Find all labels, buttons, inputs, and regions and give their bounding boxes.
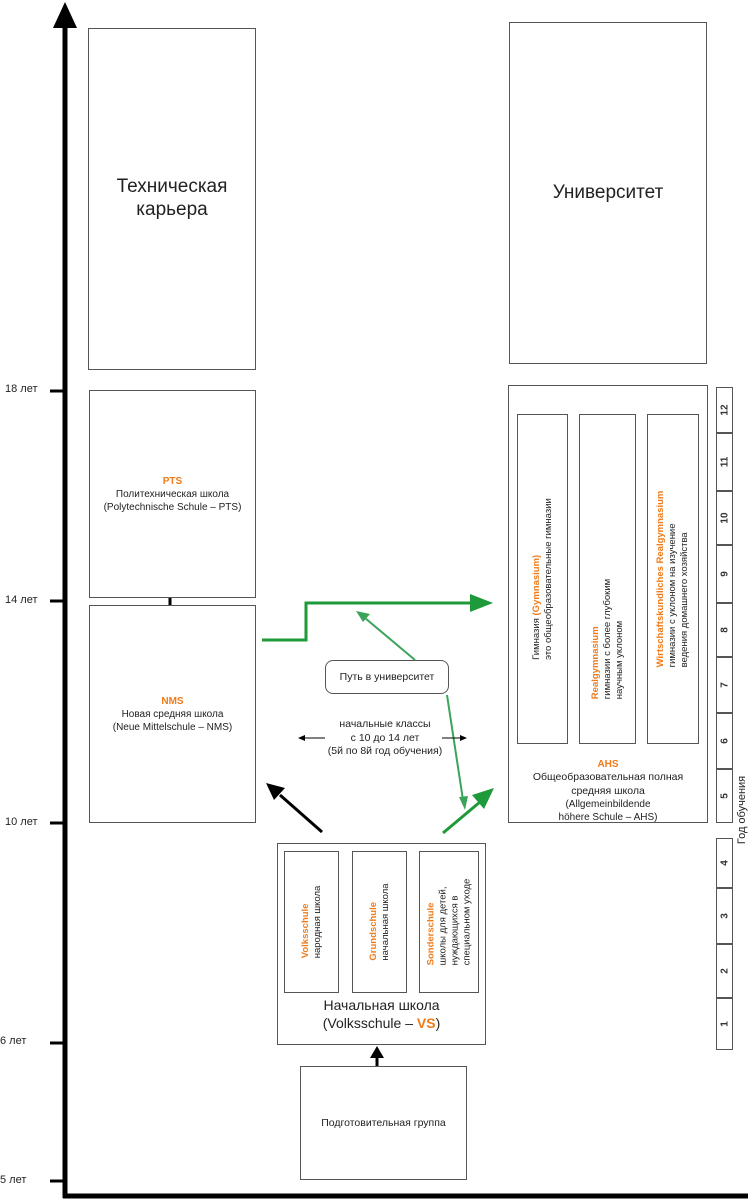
wrg-desc1: гимназии с уклоном на изучение [667, 523, 679, 668]
sonderschule-box: Sonderschule школы для детей, нуждающихс… [419, 851, 479, 993]
technical-career-box: Техническая карьера [88, 28, 256, 370]
gymnasium-box: Гимназия (Gymnasium) это общеобразовател… [517, 414, 568, 744]
grades-note-line2: с 10 до 14 лет [350, 731, 420, 744]
year-cell-9: 9 [716, 545, 733, 603]
age-label-18: 18 лет [5, 383, 38, 395]
pts-box: PTS Политехническая школа (Polytechnisch… [89, 390, 256, 598]
nms-box: NMS Новая средняя школа (Neue Mittelschu… [89, 605, 256, 823]
career-line2: карьера [136, 199, 208, 220]
sonderschule-text: Sonderschule школы для детей, нуждающихс… [425, 879, 473, 966]
ahs-abbr: AHS [597, 759, 619, 770]
grades-note-line1: начальные классы [339, 718, 431, 730]
realgymnasium-name: Realgymnasium [589, 626, 601, 700]
nms-full: (Neue Mittelschule – NMS) [112, 721, 233, 733]
volksschule-name: Volksschule [299, 903, 311, 959]
realgymnasium-text: Realgymnasium гимназии с более глубоким … [590, 579, 626, 699]
gymnasium-prefix: Гимназия [530, 615, 542, 660]
volksschule-desc: народная школа [311, 885, 323, 959]
year-cell-11: 11 [716, 433, 733, 491]
preschool-box: Подготовительная группа [300, 1066, 467, 1180]
grundschule-name: Grundschule [367, 901, 379, 961]
vs-to-nms-arrow [279, 793, 323, 834]
gymnasium-desc: это общеобразовательные гимназии [542, 498, 554, 660]
university-label: Университет [552, 182, 664, 203]
grades-note-line3: (5й по 8й год обучения) [327, 745, 443, 758]
wrg-text: Wirtschaftskundliches Realgymnasium гимн… [655, 491, 691, 668]
path-label: Путь в университет [339, 671, 435, 683]
vs-to-ahs-arrow [442, 800, 481, 835]
ahs-full2: höhere Schule – AHS) [558, 812, 658, 824]
preschool-label: Подготовительная группа [321, 1117, 446, 1129]
year-cell-12: 12 [716, 387, 733, 433]
realgymnasium-desc2: научным уклоном [613, 620, 625, 700]
sonderschule-desc1: школы для детей, [437, 886, 449, 966]
volksschule-box: Volksschule народная школа [284, 851, 339, 993]
path-arrow-down [446, 694, 464, 801]
sonderschule-desc3: специальном уходе [460, 878, 472, 966]
career-line1: Техническая [116, 176, 228, 198]
nms-desc: Новая средняя школа [121, 708, 224, 720]
path-to-university-box: Путь в университет [325, 660, 449, 694]
primary-title2-prefix: (Volksschule – [322, 1015, 417, 1032]
pts-full: (Polytechnische Schule – PTS) [103, 501, 242, 513]
year-cell-5: 5 [716, 769, 733, 823]
realgymnasium-box: Realgymnasium гимназии с более глубоким … [579, 414, 636, 744]
nms-abbr: NMS [161, 695, 184, 707]
grundschule-desc: начальная школа [379, 883, 391, 961]
nms-to-ahs-arrow [262, 601, 470, 642]
pts-desc: Политехническая школа [115, 488, 230, 500]
age-label-14: 14 лет [5, 594, 38, 606]
age-axis-arrowhead [53, 2, 77, 28]
wrg-box: Wirtschaftskundliches Realgymnasium гимн… [647, 414, 699, 744]
gymnasium-close: ) [530, 554, 542, 558]
wrg-name: Wirtschaftskundliches Realgymnasium [655, 490, 667, 668]
grades-note: начальные классы с 10 до 14 лет (5й по 8… [300, 718, 470, 759]
wrg-desc2: ведения домашнего хозяйства [678, 532, 690, 668]
path-arrow-up [364, 617, 416, 661]
volksschule-text: Volksschule народная школа [300, 886, 324, 959]
year-cell-4: 4 [716, 838, 733, 888]
age-label-5: 5 лет [0, 1174, 27, 1186]
ahs-desc1: Общеобразовательная полная [532, 771, 684, 783]
age-label-10: 10 лет [5, 816, 38, 828]
primary-caption: Начальная школа (Volksschule – VS) [278, 996, 485, 1032]
year-cell-10: 10 [716, 491, 733, 545]
gymnasium-open: ( [530, 612, 542, 616]
primary-title2-suffix: ) [435, 1015, 441, 1032]
ahs-desc2: средняя школа [571, 784, 645, 797]
ahs-full1: (Allgemeinbildende [565, 799, 651, 811]
year-cell-8: 8 [716, 603, 733, 657]
realgymnasium-desc1: гимназии с более глубоким [601, 578, 613, 700]
primary-title1: Начальная школа [323, 997, 440, 1013]
year-cell-7: 7 [716, 657, 733, 713]
pts-abbr: PTS [162, 475, 183, 487]
sonderschule-name: Sonderschule [425, 902, 437, 966]
year-cell-6: 6 [716, 713, 733, 769]
year-cell-2: 2 [716, 944, 733, 998]
age-label-6: 6 лет [0, 1035, 27, 1047]
gymnasium-text: Гимназия (Gymnasium) это общеобразовател… [531, 498, 555, 660]
ahs-caption: AHS Общеобразовательная полная средняя ш… [509, 758, 707, 824]
grundschule-box: Grundschule начальная школа [352, 851, 407, 993]
primary-title2-abbr: VS [416, 1015, 436, 1032]
year-cell-3: 3 [716, 888, 733, 944]
gymnasium-name: Gymnasium [530, 557, 542, 613]
year-cell-1: 1 [716, 998, 733, 1050]
university-box: Университет [509, 22, 707, 364]
grundschule-text: Grundschule начальная школа [368, 883, 392, 960]
sonderschule-desc2: нуждающихся в [449, 895, 460, 966]
years-axis-label: Год обучения [736, 775, 748, 845]
